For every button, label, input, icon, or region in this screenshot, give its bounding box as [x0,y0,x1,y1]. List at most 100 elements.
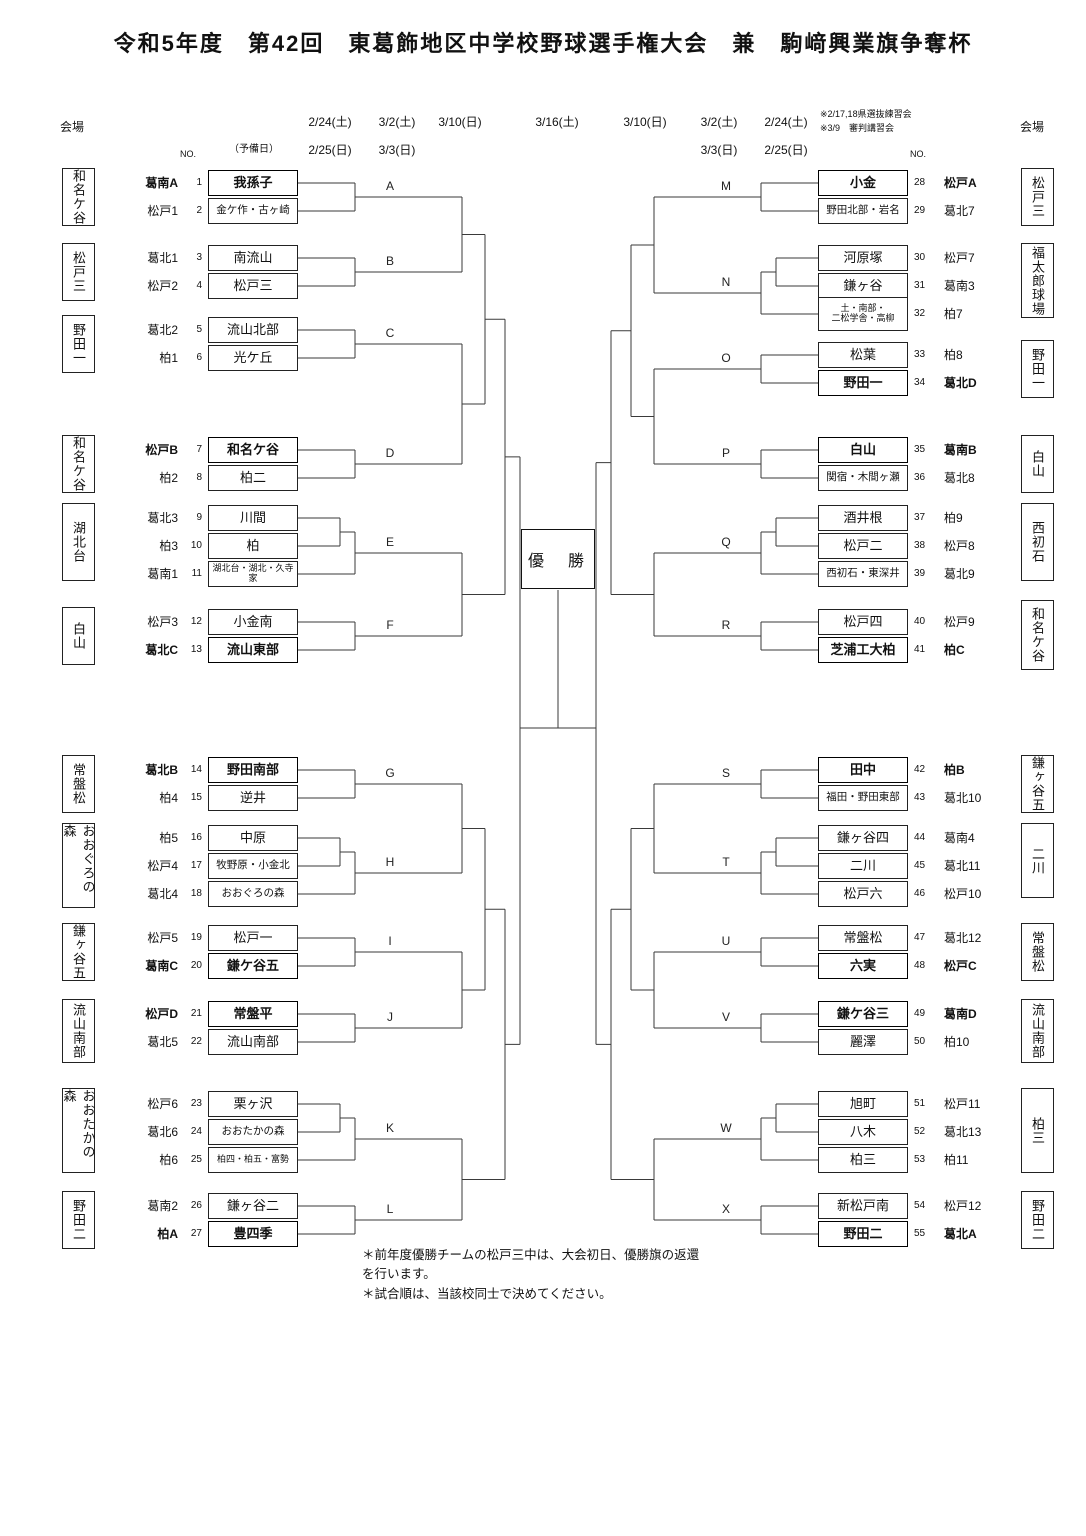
team-number: 1 [196,177,202,188]
venue-box: 野田二 [62,1191,95,1249]
team-name-box: 栗ヶ沢 [208,1091,298,1117]
team-number: 54 [914,1200,926,1211]
team-number: 52 [914,1126,926,1137]
match-letter: P [721,446,730,460]
team-name-box: 福田・野田東部 [818,785,908,811]
team-number: 46 [914,888,926,899]
team-name-box: 小金南 [208,609,298,635]
team-seed-label: 柏6 [159,1153,178,1167]
no-column-header-left: NO. [180,149,197,159]
team-seed-label: 松戸5 [147,931,178,945]
team-number: 34 [914,377,926,388]
team-name-box: 鎌ケ谷五 [208,953,298,979]
team-number: 28 [914,177,926,188]
team-seed-label: 葛北9 [944,567,975,581]
team-name-box: 芝浦工大柏 [818,637,908,663]
team-name-box: 常盤松 [818,925,908,951]
team-seed-label: 葛南A [145,176,178,190]
team-name-box: 松戸二 [818,533,908,559]
footnotes: ＊前年度優勝チームの松戸三中は、大会初日、優勝旗の返還を行います。 ＊試合順は、… [362,1246,708,1304]
team-number: 41 [914,644,926,655]
team-name-box: 松戸三 [208,273,298,299]
team-number: 40 [914,616,926,627]
team-name-box: 河原塚 [818,245,908,271]
team-number: 24 [190,1126,202,1137]
team-number: 33 [914,349,926,360]
team-number: 12 [190,616,202,627]
team-number: 47 [914,932,926,943]
venue-box: 和名ケ谷 [1021,600,1054,670]
team-number: 32 [914,308,926,319]
team-number: 4 [196,280,202,291]
team-name-box: 柏二 [208,465,298,491]
team-number: 9 [196,512,202,523]
venue-box: 流山南部 [62,999,95,1063]
venue-box: 湖北台 [62,503,95,581]
match-letter: K [385,1121,394,1135]
match-letter: Q [721,535,731,549]
team-seed-label: 柏4 [159,791,178,805]
venue-box: 柏三 [1021,1088,1054,1173]
match-letter: X [721,1202,730,1216]
team-number: 45 [914,860,926,871]
team-seed-label: 柏B [944,763,965,777]
team-seed-label: 葛北11 [944,859,981,873]
team-seed-label: 柏9 [944,511,963,525]
team-name-box: 土・南部・二松学舎・高柳 [818,297,908,331]
team-number: 29 [914,205,926,216]
venue-box: 鎌ヶ谷五 [1021,755,1054,813]
team-number: 30 [914,252,926,263]
venue-box: 常盤松 [1021,923,1054,981]
venue-box: 和名ケ谷 [62,435,95,493]
team-number: 13 [190,644,202,655]
team-seed-label: 葛南D [944,1007,977,1021]
no-column-header-right: NO. [910,149,927,159]
match-letter: L [386,1202,394,1216]
match-letter: C [385,326,395,340]
team-name-box: 麗澤 [818,1029,908,1055]
team-number: 21 [190,1008,202,1019]
team-seed-label: 松戸12 [944,1199,982,1213]
team-name-box: 豊四季 [208,1221,298,1247]
team-number: 44 [914,832,926,843]
team-name-box: 柏 [208,533,298,559]
schedule-reserve-date: 3/3(日) [378,143,416,157]
team-seed-label: 葛北5 [147,1035,178,1049]
team-seed-label: 葛南1 [147,567,178,581]
team-number: 43 [914,792,926,803]
team-seed-label: 柏C [944,643,965,657]
team-seed-label: 柏2 [159,471,178,485]
match-letter: U [721,934,731,948]
team-seed-label: 松戸8 [944,539,975,553]
team-name-box: 逆井 [208,785,298,811]
team-seed-label: 松戸A [944,176,977,190]
champion-box: 優 勝 [521,529,595,589]
team-name-box: 鎌ヶ谷 [818,273,908,299]
match-letter: T [722,855,730,869]
team-name-box: おおたかの森 [208,1119,298,1145]
team-name-box: 野田一 [818,370,908,396]
team-seed-label: 松戸4 [147,859,178,873]
team-seed-label: 松戸9 [944,615,975,629]
match-letter: E [385,535,394,549]
team-number: 53 [914,1154,926,1165]
venue-box: 松戸三 [1021,168,1054,226]
page-title: 令和5年度 第42回 東葛飾地区中学校野球選手権大会 兼 駒﨑興業旗争奪杯 [113,31,973,56]
venue-box: 鎌ヶ谷五 [62,923,95,981]
team-seed-label: 葛北3 [147,511,178,525]
venue-column-header-left: 会場 [60,120,85,134]
team-name-box: 南流山 [208,245,298,271]
team-seed-label: 柏8 [944,348,963,362]
schedule-date: 3/2(土) [700,115,738,129]
team-name-box: 白山 [818,437,908,463]
team-seed-label: 葛北6 [147,1125,178,1139]
team-name-box: 八木 [818,1119,908,1145]
team-name-box: 二川 [818,853,908,879]
match-letter: D [385,446,395,460]
match-letter: J [387,1010,393,1024]
team-name-box: 中原 [208,825,298,851]
team-seed-label: 葛北1 [147,251,178,265]
team-seed-label: 松戸B [145,443,178,457]
venue-box: 福太郎球場 [1021,243,1054,318]
schedule-date: 2/24(土) [308,115,352,129]
